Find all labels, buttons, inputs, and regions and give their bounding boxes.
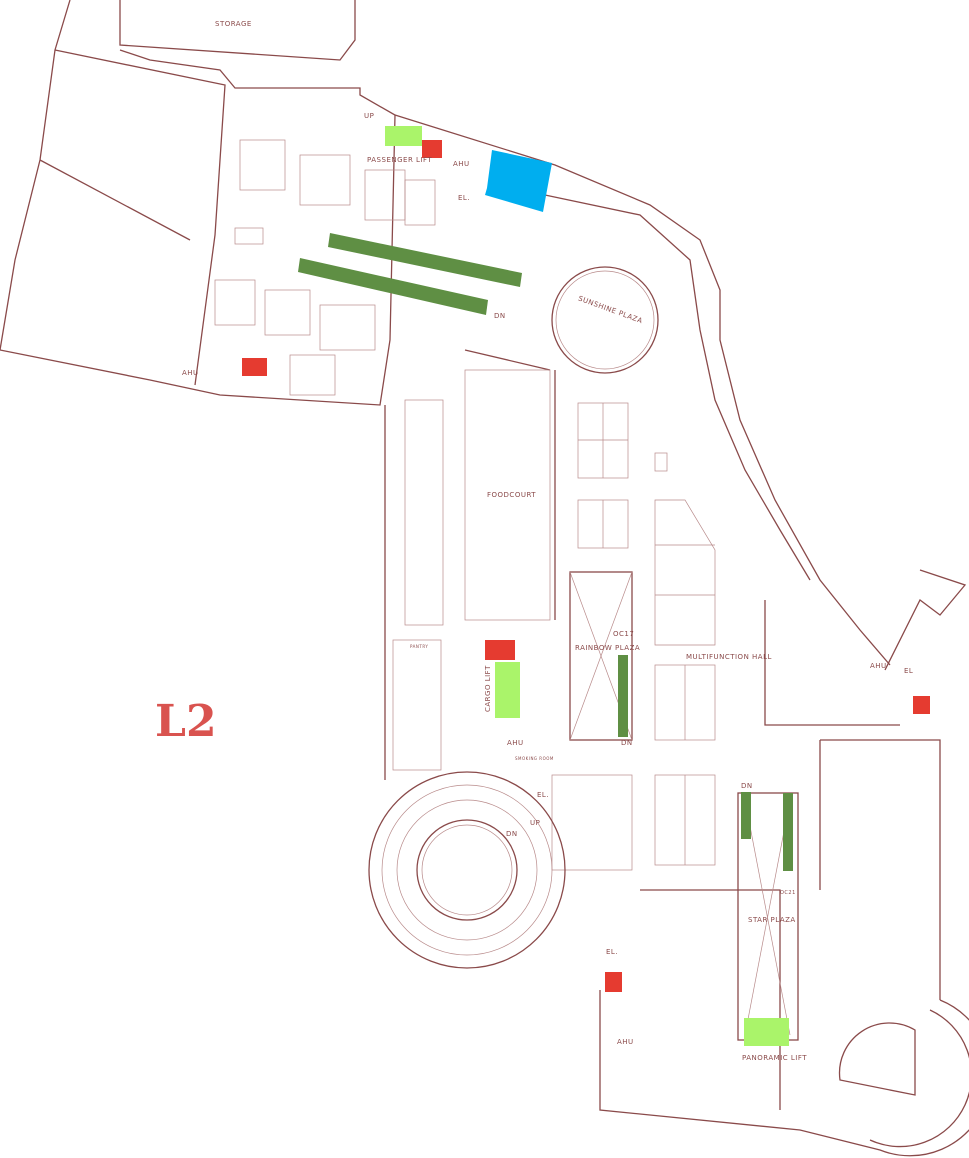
label-pantry: PANTRY [410,644,428,649]
label-dn-north: DN [494,312,506,320]
label-panoramic-lift: PANORAMIC LIFT [742,1054,807,1062]
amphitheatre [368,771,566,969]
fire-stair-west [242,358,267,376]
escalator-rainbow [618,655,628,737]
label-smoking-room: SMOKING ROOM [515,756,554,761]
label-ahu-east: AHU [870,662,887,670]
east-rotunda [838,1022,916,1096]
label-dn-rainbow: DN [621,739,633,747]
fire-stair-center [485,640,515,660]
escalator-north-1 [328,233,522,287]
label-cargo-lift: CARGO LIFT [484,665,492,712]
label-el-center: EL. [537,791,549,799]
passenger-lift [385,126,422,146]
label-sunshine-plaza: SUNSHINE PLAZA [577,294,644,325]
label-ahu-north: AHU [453,160,470,168]
label-rainbow-plaza: RAINBOW PLAZA [575,644,640,652]
label-oc17: OC17 [613,630,634,638]
label-up-center: UP [530,819,540,827]
escalator-star-1 [741,792,751,839]
rainbow-plaza-void [569,571,633,741]
ahu-room-blue [485,150,552,212]
label-oc21: OC21 [780,890,796,896]
escalator-north-2 [298,258,488,315]
fire-stair-south [605,972,622,992]
label-ahu-cargo: AHU [507,739,524,747]
label-dn-center: DN [506,830,518,838]
label-dn-star: DN [741,782,753,790]
panoramic-lift [744,1018,789,1046]
fire-stair-north [422,140,442,158]
label-el-north: EL. [458,194,470,202]
label-ahu-west: AHU [182,369,199,377]
fire-stair-east [913,696,930,714]
label-up-north: UP [364,112,374,120]
label-el-east: EL [904,667,913,675]
label-storage: STORAGE [215,20,252,28]
label-multifunction-hall: MULTIFUNCTION HALL [686,653,772,661]
label-passenger-lift: PASSENGER LIFT [367,156,432,164]
cargo-lift [495,662,520,718]
shop-grid [214,139,716,871]
label-star-plaza: STAR PLAZA [748,916,796,924]
label-foodcourt: FOODCOURT [487,491,536,499]
label-el-south: EL. [606,948,618,956]
floor-level-label: L2 [155,696,217,747]
escalator-star-2 [783,793,793,871]
label-ahu-south: AHU [617,1038,634,1046]
sunshine-plaza-void [551,266,659,374]
